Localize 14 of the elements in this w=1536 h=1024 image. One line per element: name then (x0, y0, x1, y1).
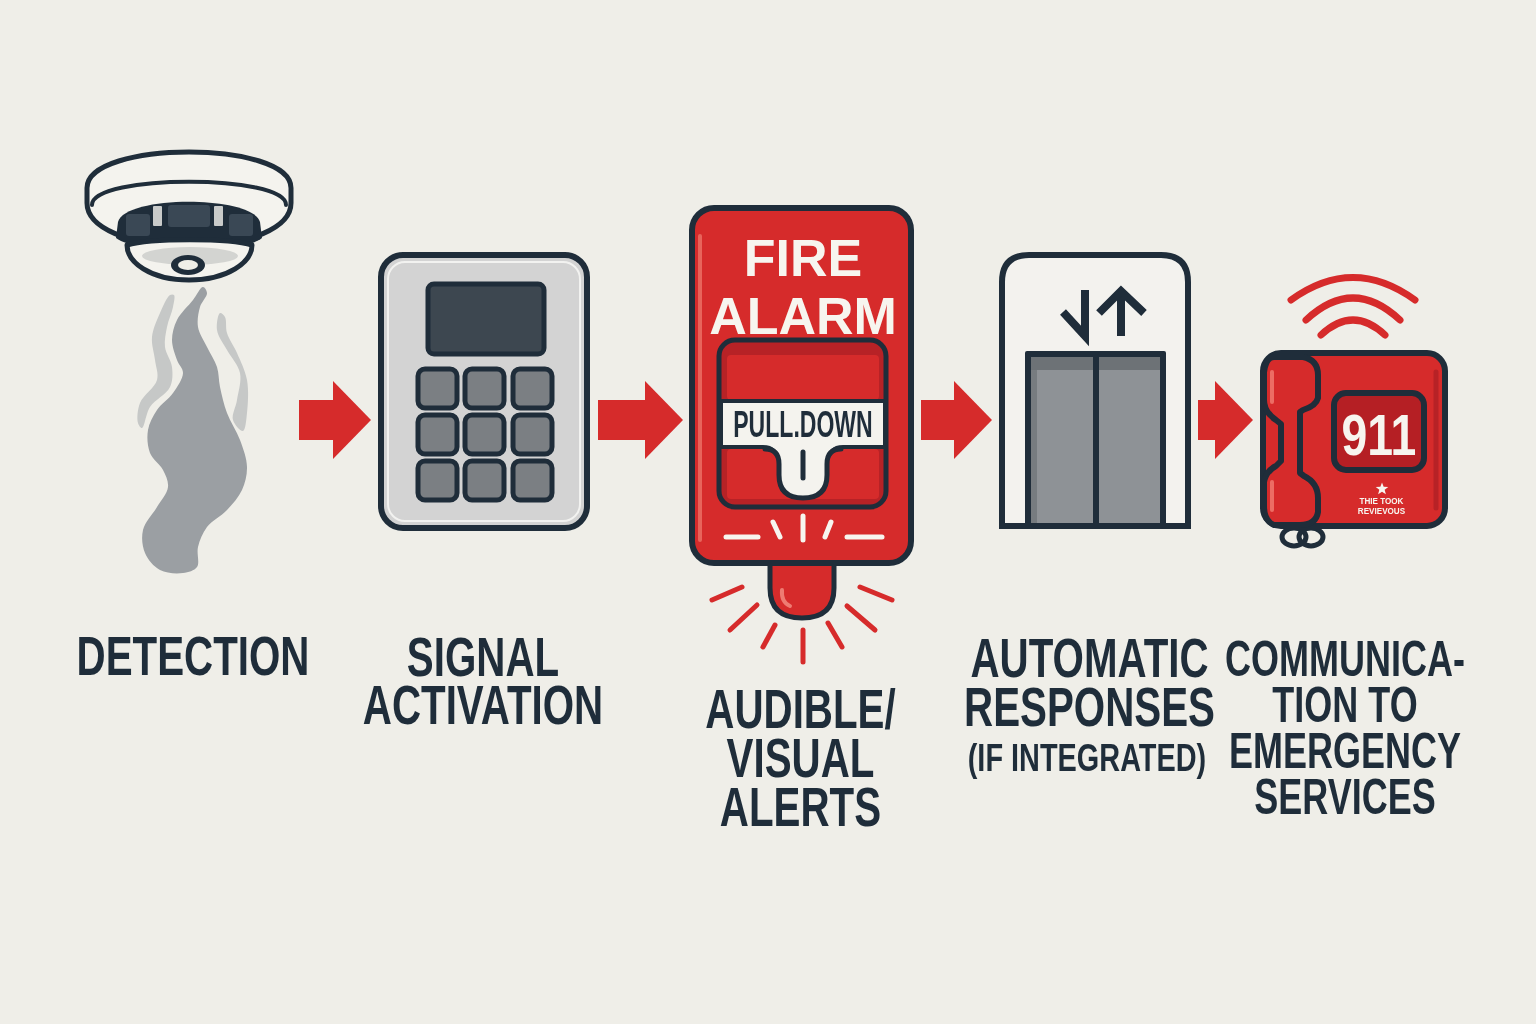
sign-heading: FIRE ALARM (708, 229, 898, 345)
small-print: THIE TOOK REVIEVOUS (1356, 496, 1406, 516)
step-caption: AUDIBLE/ VISUAL ALERTS (703, 684, 897, 831)
arrow (1198, 381, 1253, 459)
handle-label: PULL.DOWN (732, 407, 874, 443)
arrow (299, 381, 371, 459)
caption-note: (IF INTEGRATED) (966, 738, 1208, 778)
step-caption: COMMUNICA- TION TO EMERGENCY SERVICES (1224, 636, 1466, 820)
step-caption: DETECTION (75, 632, 311, 680)
arrow (921, 381, 992, 459)
emergency-number: 911 (1340, 406, 1418, 464)
step-caption: SIGNAL ACTIVATION (362, 633, 604, 729)
step-caption: AUTOMATIC RESPONSES (962, 633, 1216, 731)
arrow (598, 381, 683, 459)
